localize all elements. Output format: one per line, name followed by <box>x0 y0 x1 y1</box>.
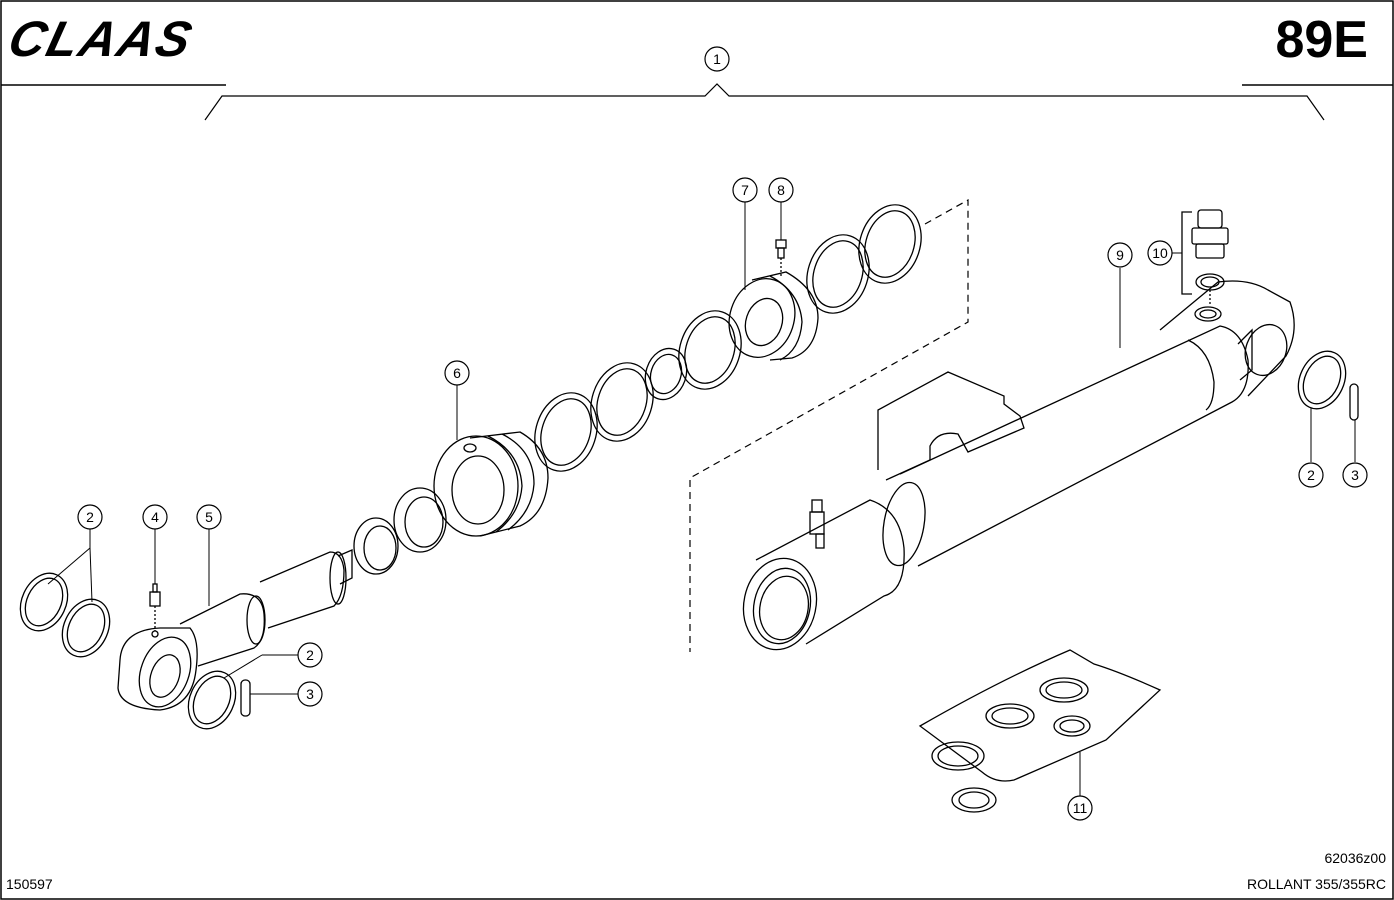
callout-8: 8 <box>777 182 785 198</box>
head-end-ring-and-pin <box>1297 350 1359 421</box>
callout-5: 5 <box>205 509 213 525</box>
callout-circles <box>77 46 1368 821</box>
footer-drawing-code: 62036z00 <box>1324 850 1386 866</box>
callout-2-b: 2 <box>306 647 314 663</box>
sheet-number: 89E <box>1275 11 1368 69</box>
leader-lines <box>47 202 1356 796</box>
callout-3-b: 3 <box>1351 467 1359 483</box>
callout-10: 10 <box>1152 245 1168 261</box>
seal-kit-bag <box>918 649 1162 813</box>
eye-end-assembly <box>19 549 353 730</box>
callout-11: 11 <box>1073 800 1088 816</box>
assembly-bracket <box>204 83 1325 121</box>
hydraulic-fitting <box>1181 209 1229 306</box>
footer-date-code: 150597 <box>6 876 53 892</box>
callout-3-a: 3 <box>306 686 314 702</box>
callout-labels: 1 2 4 5 2 3 6 7 8 9 10 2 3 11 <box>86 51 1359 816</box>
callout-9: 9 <box>1116 247 1124 263</box>
callout-1: 1 <box>713 51 721 67</box>
dashed-boundary <box>689 198 969 652</box>
rod-guide <box>433 431 549 537</box>
footer-model: ROLLANT 355/355RC <box>1246 876 1386 892</box>
callout-4: 4 <box>151 509 159 525</box>
callout-2-a: 2 <box>86 509 94 525</box>
callout-7: 7 <box>741 182 749 198</box>
callout-2-c: 2 <box>1307 467 1315 483</box>
callout-6: 6 <box>453 365 461 381</box>
seal-set <box>353 487 447 575</box>
piston-outer-rings <box>806 204 922 314</box>
piston <box>728 239 819 361</box>
piston-rings <box>534 310 742 472</box>
cylinder-barrel <box>742 280 1295 651</box>
